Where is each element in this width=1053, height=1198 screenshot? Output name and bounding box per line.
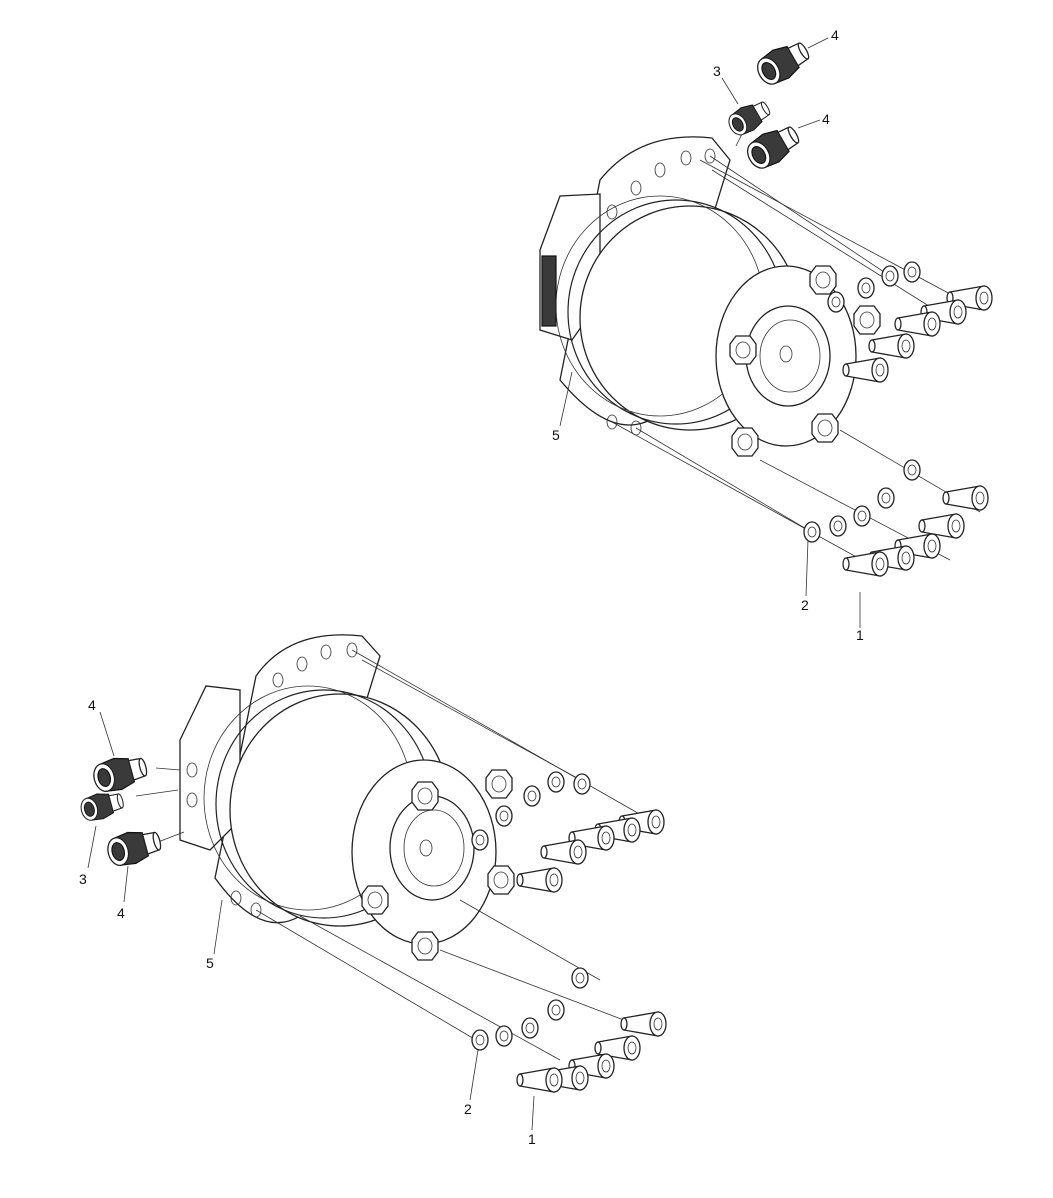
bottom-motor-assembly: 1 2 3 4 4 5 [77,634,667,1147]
bottom-cap-screw [516,867,563,893]
bottom-callout-5: 5 [206,955,214,971]
top-washer [903,459,921,481]
bottom-flange-holes [230,642,358,918]
bottom-washer [495,1025,513,1047]
bottom-assembly-lines [135,649,651,1061]
bottom-hub-nut [361,885,389,915]
bottom-hub-nut [485,769,513,799]
bottom-cap-screw [540,839,587,865]
top-callout-5: 5 [552,427,560,443]
bottom-hub-nut [487,865,515,895]
bottom-fitting-3 [77,787,127,825]
top-cap-screw [894,311,941,337]
top-hub-nut [853,305,881,335]
bottom-washer [471,829,489,851]
top-cap-screw [868,333,915,359]
bottom-washer [521,1017,539,1039]
bottom-washer [571,967,589,989]
top-washer [853,505,871,527]
bottom-washer [573,773,591,795]
top-callout-4a: 4 [831,27,839,43]
bottom-callout-4a: 4 [88,697,96,713]
top-motor-assembly: 1 2 3 4 4 5 [539,27,993,643]
top-washer [829,515,847,537]
top-washer [827,291,845,313]
bottom-callout-3: 3 [79,871,87,887]
top-cap-screw [918,513,965,539]
bottom-washer [471,1029,489,1051]
bottom-washer [495,805,513,827]
top-cap-screw [842,551,889,577]
top-leader-lines [559,37,861,628]
top-fitting-4a [751,34,815,91]
bottom-leader-lines [87,711,535,1131]
bottom-washer [547,771,565,793]
top-callout-2: 2 [801,597,809,613]
top-flange-holes [606,148,716,436]
bottom-callout-2: 2 [464,1101,472,1117]
bottom-cap-screw [516,1067,563,1093]
bottom-washer [523,785,541,807]
top-hub-nut [809,265,837,295]
bottom-callout-1: 1 [528,1131,536,1147]
top-valve-plate [541,255,557,327]
bottom-washer [547,999,565,1021]
top-hub-nut [731,427,759,457]
top-callout-4b: 4 [822,111,830,127]
top-washer [877,487,895,509]
bottom-hub-nut [411,931,439,961]
top-cap-screw [942,485,989,511]
top-washer [857,277,875,299]
bottom-cap-screw [620,1011,667,1037]
top-callout-1: 1 [856,627,864,643]
top-washer [881,265,899,287]
bottom-hub-nut [411,781,439,811]
bottom-fitting-4a [89,750,151,797]
top-hub-nut [811,413,839,443]
bottom-callout-4b: 4 [117,905,125,921]
top-washer [903,261,921,283]
bottom-fitting-4b [103,824,165,871]
top-callout-3: 3 [713,63,721,79]
top-washer [803,521,821,543]
top-hub-center [745,305,831,407]
top-hub-nut [729,335,757,365]
